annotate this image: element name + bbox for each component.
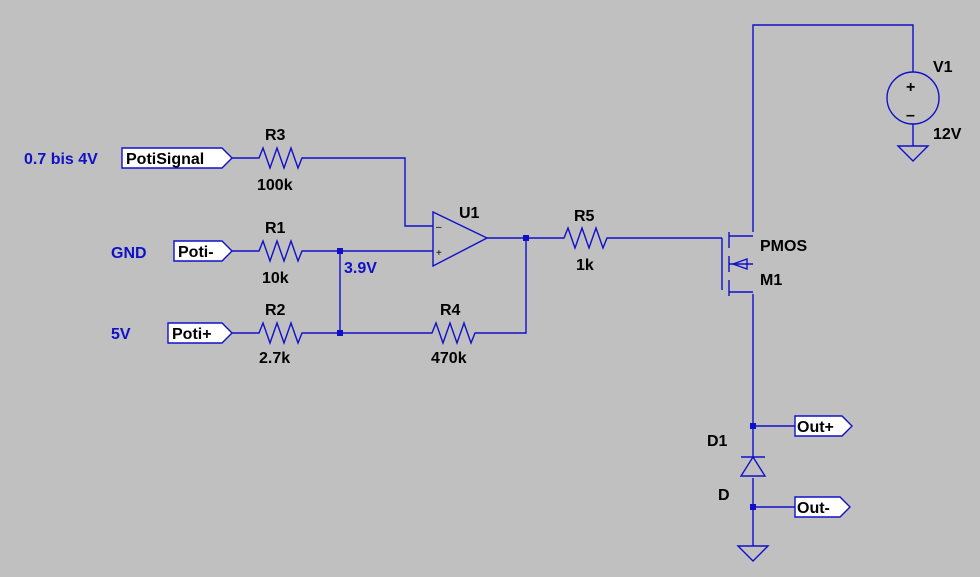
r3-name: R3 bbox=[265, 127, 286, 144]
v1-value: 12V bbox=[933, 126, 962, 143]
resistor-r4-symbol[interactable] bbox=[425, 320, 487, 346]
opamp-plus-pin: + bbox=[436, 248, 442, 259]
m1-name: M1 bbox=[760, 272, 782, 289]
m1-model: PMOS bbox=[760, 238, 807, 255]
port-poti-minus[interactable] bbox=[173, 240, 233, 262]
junction-dot bbox=[337, 330, 343, 336]
net-label-gnd: GND bbox=[111, 245, 147, 262]
ground-icon bbox=[896, 145, 930, 162]
net-label-node-voltage: 3.9V bbox=[344, 260, 377, 277]
r3-value: 100k bbox=[257, 177, 293, 194]
port-out-plus-label: Out+ bbox=[797, 419, 834, 436]
wire-r3-to-opamp-minus bbox=[307, 157, 433, 227]
opamp-u1-symbol[interactable] bbox=[432, 210, 489, 268]
r5-value: 1k bbox=[576, 257, 594, 274]
ground-icon bbox=[736, 545, 770, 562]
r5-name: R5 bbox=[574, 208, 595, 225]
r2-name: R2 bbox=[265, 302, 286, 319]
resistor-r2-symbol[interactable] bbox=[252, 320, 307, 346]
net-label-5v: 5V bbox=[111, 326, 131, 343]
junction-dot bbox=[750, 423, 756, 429]
port-potisignal[interactable] bbox=[121, 147, 233, 169]
r4-value: 470k bbox=[431, 350, 467, 367]
port-out-minus[interactable] bbox=[794, 496, 851, 518]
voltage-source-v1-symbol[interactable] bbox=[886, 71, 940, 125]
port-out-minus-label: Out- bbox=[797, 500, 830, 517]
v1-plus-sign: + bbox=[906, 79, 915, 96]
resistor-r1-symbol[interactable] bbox=[252, 238, 307, 264]
r2-value: 2.7k bbox=[259, 350, 290, 367]
wire-r4-feedback bbox=[487, 238, 527, 334]
pmos-m1-symbol[interactable] bbox=[721, 232, 753, 296]
port-poti-plus-label: Poti+ bbox=[172, 326, 212, 343]
port-potisignal-label: PotiSignal bbox=[126, 151, 204, 168]
port-out-plus[interactable] bbox=[794, 415, 853, 437]
wire-supply-loop bbox=[752, 24, 914, 232]
r4-name: R4 bbox=[440, 302, 461, 319]
port-poti-minus-label: Poti- bbox=[178, 244, 214, 261]
d1-name: D1 bbox=[707, 433, 728, 450]
resistor-r3-symbol[interactable] bbox=[252, 145, 307, 171]
net-label-potisignal-range: 0.7 bis 4V bbox=[24, 151, 98, 168]
d1-model: D bbox=[718, 487, 730, 504]
junction-dot bbox=[337, 248, 343, 254]
u1-name: U1 bbox=[459, 205, 480, 222]
wires bbox=[232, 24, 914, 546]
v1-minus-sign: – bbox=[906, 107, 915, 124]
diode-d1-symbol[interactable] bbox=[739, 448, 767, 477]
junction-dot bbox=[750, 504, 756, 510]
junction-dot bbox=[523, 235, 529, 241]
opamp-minus-pin: – bbox=[436, 222, 442, 233]
r1-name: R1 bbox=[265, 220, 286, 237]
v1-name: V1 bbox=[933, 59, 953, 76]
port-poti-plus[interactable] bbox=[167, 322, 233, 344]
resistor-r5-symbol[interactable] bbox=[557, 225, 612, 251]
r1-value: 10k bbox=[262, 270, 289, 287]
